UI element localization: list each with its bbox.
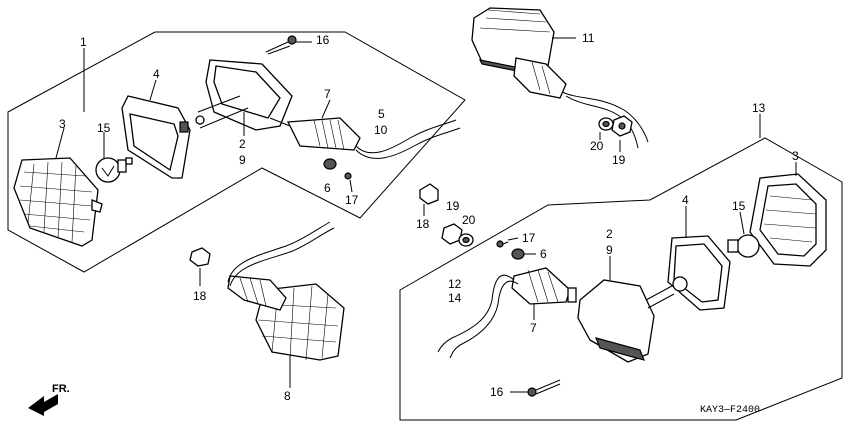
callout-3-rear: 3	[792, 149, 799, 163]
front-assembly-boundary	[7, 31, 466, 273]
rear-screw-16	[527, 379, 561, 397]
callout-7-rear: 7	[530, 321, 537, 335]
rear-socket-7	[511, 267, 577, 305]
rear-grommet-6	[511, 248, 525, 260]
callout-3: 3	[59, 117, 66, 131]
rear-lens-3	[749, 173, 827, 267]
front-screw-16	[265, 35, 297, 55]
washer-20-b	[458, 233, 474, 247]
callout-15-rear: 15	[732, 199, 746, 213]
callout-18-low: 18	[193, 289, 207, 303]
callout-17-rear: 17	[522, 231, 536, 245]
callout-4: 4	[153, 67, 160, 81]
callout-7: 7	[324, 87, 331, 101]
front-wire-harness	[355, 119, 461, 159]
front-left-light-8	[227, 221, 345, 361]
callout-6: 6	[324, 181, 331, 195]
callout-6-rear: 6	[540, 247, 547, 261]
callout-8: 8	[284, 389, 291, 403]
rear-bulb-15	[727, 234, 760, 258]
callout-1: 1	[80, 35, 87, 49]
front-bulb-15	[95, 157, 133, 183]
callout-16: 16	[316, 33, 330, 47]
rear-reflector-4	[667, 235, 731, 311]
front-lens-3	[13, 157, 103, 247]
front-direction-arrow-icon	[28, 394, 58, 416]
front-socket-7	[269, 117, 361, 151]
callout-5: 5	[378, 107, 385, 121]
callout-2-rear: 2	[606, 227, 613, 241]
rear-wire-harness	[437, 274, 519, 359]
nut-19-a	[611, 115, 633, 137]
washer-20-a	[598, 117, 614, 131]
callout-20: 20	[590, 139, 604, 153]
callout-17: 17	[345, 193, 359, 207]
callout-18: 18	[416, 217, 430, 231]
front-grommet-6	[323, 158, 337, 170]
callout-2: 2	[239, 137, 246, 151]
callout-9-rear: 9	[606, 243, 613, 257]
rear-right-light-11	[471, 7, 649, 149]
callout-4-rear: 4	[682, 193, 689, 207]
callout-9: 9	[239, 153, 246, 167]
callout-11: 11	[582, 31, 595, 45]
callout-13: 13	[752, 101, 766, 115]
front-reflector-4	[121, 95, 191, 179]
front-housing-2-9	[195, 59, 293, 131]
callout-12: 12	[448, 277, 462, 291]
nut-18-a	[419, 183, 439, 205]
rear-assembly-boundary	[399, 137, 843, 421]
callout-20-mid: 20	[462, 213, 476, 227]
front-screw-17	[344, 172, 352, 180]
rear-housing-2-9	[577, 279, 675, 363]
direction-label: FR.	[52, 383, 70, 395]
nut-18-b	[189, 247, 211, 267]
callout-15: 15	[97, 121, 111, 135]
callout-19: 19	[612, 153, 626, 167]
callout-14: 14	[448, 291, 462, 305]
callout-19-mid: 19	[446, 199, 460, 213]
callout-10: 10	[374, 123, 388, 137]
diagram-code: KAY3—F2400	[700, 405, 760, 416]
callout-16-rear: 16	[490, 385, 504, 399]
rear-screw-17	[496, 240, 509, 248]
